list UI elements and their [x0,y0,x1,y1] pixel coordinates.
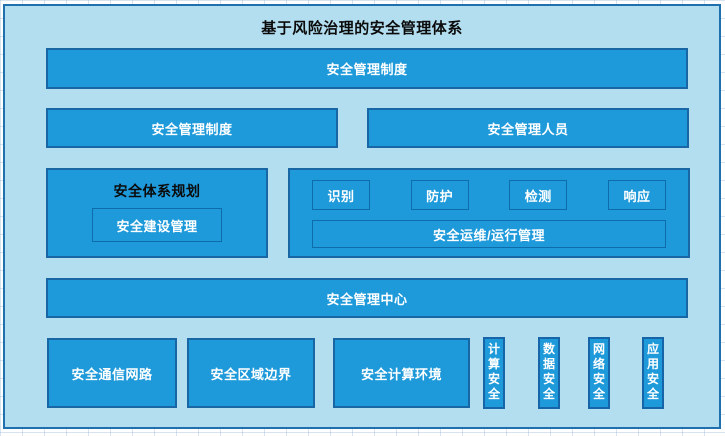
group-title-security-system-planning: 安全体系规划 [113,183,201,199]
box-security-operation-management: 安全运维/运行管理 [312,220,666,248]
group-security-system-planning: 安全体系规划 安全建设管理 [46,168,268,258]
operations-steps-row: 识别 防护 检测 响应 [312,180,666,210]
box-secure-communication-network: 安全通信网路 [47,338,177,408]
box-security-management-institution: 安全管理制度 [46,108,338,148]
group-security-operations: 识别 防护 检测 响应 安全运维/运行管理 [288,168,690,258]
box-secure-area-boundary: 安全区域边界 [187,338,315,408]
box-security-management-institution-top: 安全管理制度 [46,48,688,89]
box-security-management-center: 安全管理中心 [46,278,688,318]
box-security-management-personnel: 安全管理人员 [367,108,689,148]
diagram-panel: 基于风险治理的安全管理体系 安全管理制度 安全管理制度 安全管理人员 安全体系规… [3,4,721,429]
box-identify: 识别 [312,180,370,210]
box-protect: 防护 [410,180,469,210]
pillar-computing-security: 计算安全 [483,337,505,409]
pillar-data-security: 数据安全 [538,337,560,409]
pillar-network-security: 网络安全 [588,337,610,409]
box-respond: 响应 [607,180,666,210]
box-detect: 检测 [509,180,568,210]
box-security-construction-management: 安全建设管理 [92,208,222,242]
diagram-title: 基于风险治理的安全管理体系 [261,20,463,37]
box-secure-computing-environment: 安全计算环境 [333,338,470,408]
pillar-application-security: 应用安全 [642,337,664,409]
